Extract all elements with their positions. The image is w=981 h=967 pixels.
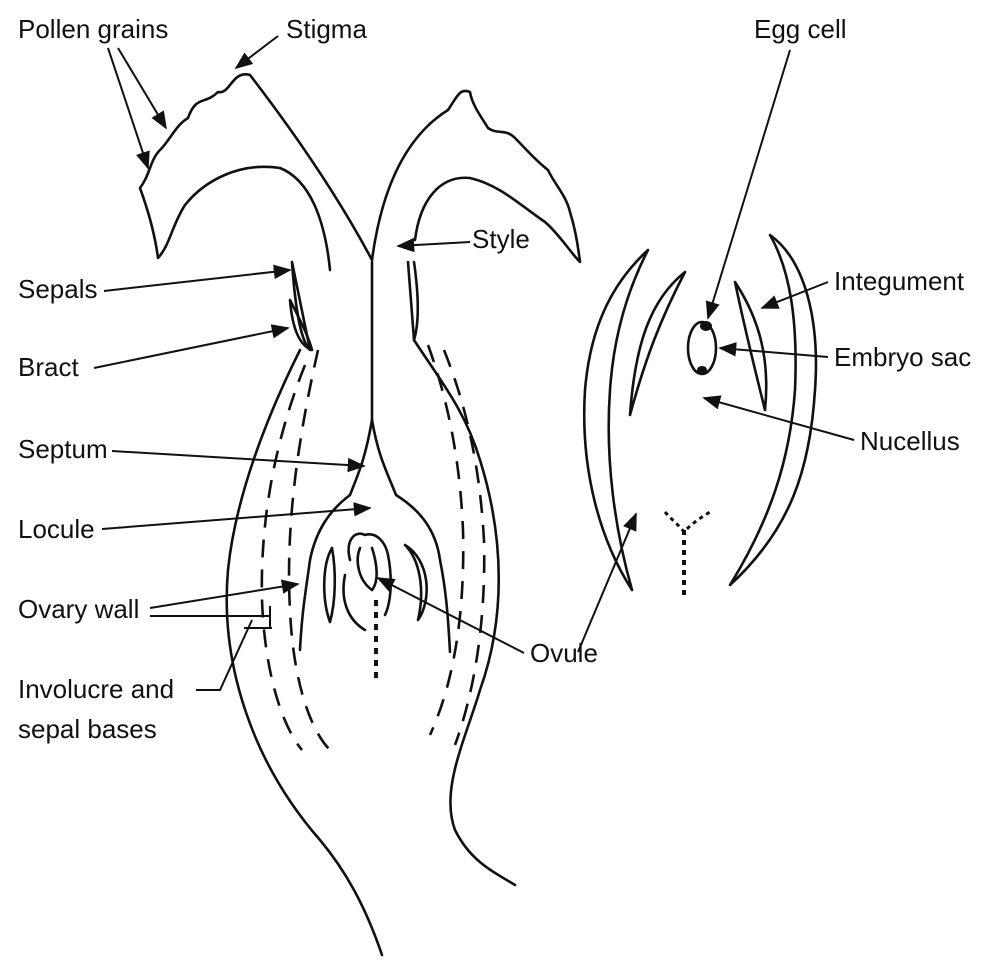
ovary-outline-left — [227, 350, 382, 955]
label-locule: Locule — [18, 514, 95, 544]
label-stigma: Stigma — [286, 14, 367, 44]
label-ovule: Ovule — [530, 638, 598, 668]
left-stigma-lobe — [140, 74, 372, 270]
ovary-wall-dashed-right-inner — [428, 345, 463, 735]
inner-integument-left — [630, 272, 685, 415]
label-bract: Bract — [18, 352, 79, 382]
label-egg-cell: Egg cell — [754, 14, 847, 44]
outer-integument-left — [584, 250, 648, 590]
ovule — [324, 534, 426, 680]
ovary-wall-dashed-left-inner — [289, 350, 330, 750]
inner-integument-right — [735, 282, 766, 410]
egg-cell — [700, 321, 712, 331]
ovary-wall-dashed-right-outer — [444, 350, 484, 745]
label-involucre-line2: sepal bases — [18, 714, 157, 744]
ovary-outline-right — [414, 340, 515, 885]
label-embryo-sac: Embryo sac — [834, 342, 971, 372]
label-ovary-wall: Ovary wall — [18, 594, 139, 624]
right-sepal — [408, 262, 418, 340]
label-integument: Integument — [834, 266, 965, 296]
flower-section — [140, 74, 580, 955]
label-nucellus: Nucellus — [860, 426, 960, 456]
label-pollen-grains: Pollen grains — [18, 14, 168, 44]
label-sepals: Sepals — [18, 274, 98, 304]
label-septum: Septum — [18, 434, 108, 464]
leader-lines — [94, 36, 854, 690]
outer-integument-right — [730, 235, 816, 585]
ovule-detail — [584, 235, 816, 598]
label-involucre-line1: Involucre and — [18, 674, 174, 704]
label-style: Style — [472, 224, 530, 254]
